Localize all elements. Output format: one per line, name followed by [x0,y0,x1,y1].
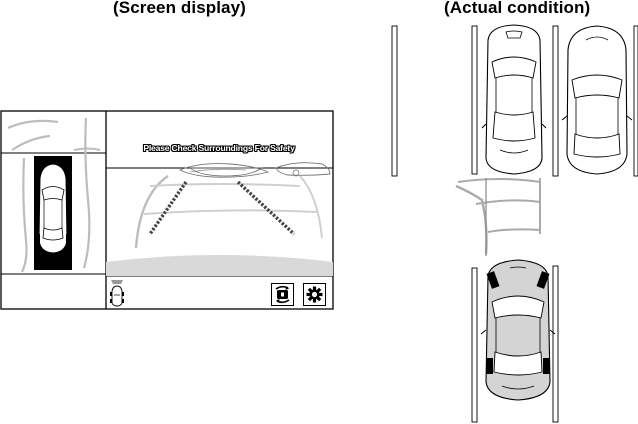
top-view-pane [1,117,106,275]
camera-switch-icon [275,285,290,304]
actual-condition-diagram [391,24,638,423]
parked-car-1 [481,24,547,175]
view-switch-button[interactable] [271,283,294,306]
small-car-icon [110,280,124,307]
ground-shading [106,255,333,276]
distorted-parking-frame [455,178,541,256]
parking-line-left [391,25,398,177]
own-car-actual [480,259,556,401]
gear-icon [306,286,323,303]
screen-display-title: (Screen display) [113,0,246,17]
own-car-top-view [33,163,73,254]
actual-condition-title: (Actual condition) [444,0,591,17]
settings-button[interactable] [303,283,326,306]
parked-car-2 [561,25,633,175]
rear-view-pane [106,162,333,307]
safety-warning-text: Please Check Surroundings For Safety [143,143,295,153]
